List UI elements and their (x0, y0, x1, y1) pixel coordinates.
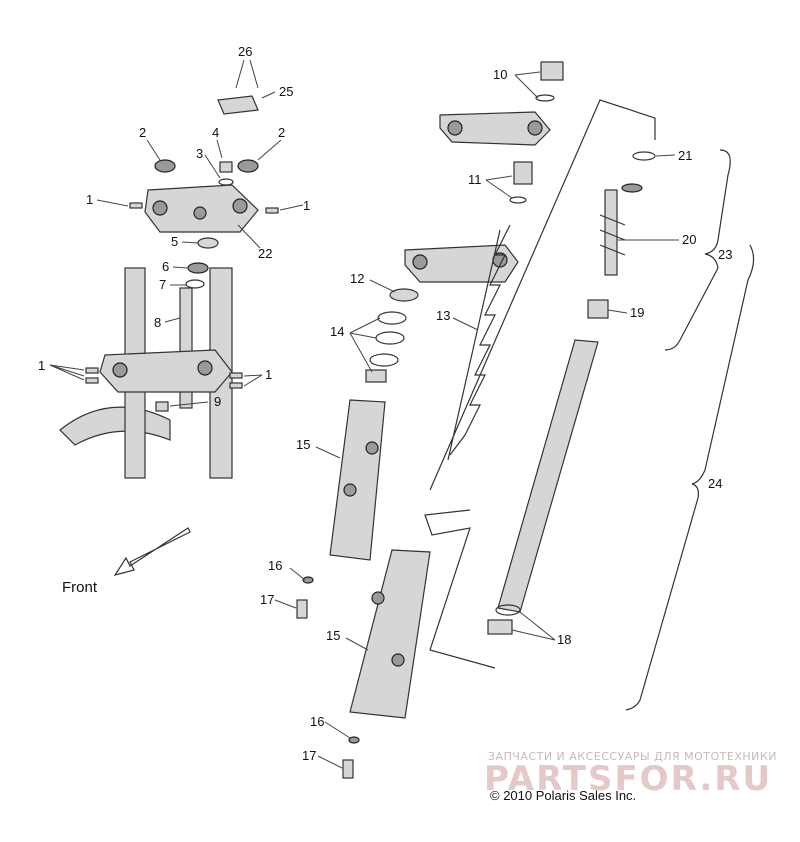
brace-23 (664, 149, 731, 351)
ring-21 (632, 151, 656, 161)
fork-slider-15-lower (349, 549, 431, 719)
ring-14a (377, 311, 407, 325)
fender (59, 406, 171, 446)
callout-2-left: 2 (139, 125, 146, 140)
callout-24: 24 (708, 476, 722, 491)
part-9 (155, 401, 169, 412)
callout-13: 13 (436, 308, 450, 323)
part-7 (185, 279, 205, 289)
lower-triple-clamp (99, 349, 233, 393)
watermark-tagline: ЗАПЧАСТИ И АКСЕССУАРЫ ДЛЯ МОТОТЕХНИКИ (488, 750, 777, 763)
ring-14c (369, 353, 399, 367)
callout-1-upper-left: 1 (86, 192, 93, 207)
bracket-outline-top (429, 99, 656, 491)
bracket-outline-bottom (424, 509, 496, 669)
callout-1-upper-right: 1 (303, 198, 310, 213)
part-5 (197, 237, 219, 249)
bushing-14 (365, 369, 387, 383)
ring-14b (375, 331, 405, 345)
callout-9: 9 (214, 394, 221, 409)
callout-23: 23 (718, 247, 732, 262)
callout-6: 6 (162, 259, 169, 274)
bushing-18b (487, 619, 513, 635)
callout-1-lower-right: 1 (265, 367, 272, 382)
bushing-18a (495, 604, 521, 616)
bolt-17a (296, 599, 308, 619)
spring-13 (449, 224, 511, 456)
copyright-text: © 2010 Polaris Sales Inc. (490, 788, 636, 803)
ring-12 (389, 288, 419, 302)
cap-11 (513, 161, 533, 185)
callout-8: 8 (154, 315, 161, 330)
callout-12: 12 (350, 271, 364, 286)
callout-labels: 26 25 2 4 2 3 1 1 22 5 6 7 8 1 1 9 10 11… (38, 44, 732, 763)
cap-10 (540, 61, 564, 81)
cap-2-left (154, 159, 176, 173)
callout-17-upper: 17 (260, 592, 274, 607)
callout-19: 19 (630, 305, 644, 320)
center-assembly (296, 61, 656, 779)
watermark: ЗАПЧАСТИ И АКСЕССУАРЫ ДЛЯ МОТОТЕХНИКИ PA… (484, 750, 777, 799)
part-4 (219, 161, 233, 173)
inner-tube-24 (497, 339, 599, 613)
callout-22: 22 (258, 246, 272, 261)
bolt-17b (342, 759, 354, 779)
callout-18: 18 (557, 632, 571, 647)
leader-lines (49, 59, 679, 769)
watermark-logo: PARTSFOR.RU (484, 759, 772, 799)
callout-25: 25 (279, 84, 293, 99)
callout-2-right: 2 (278, 125, 285, 140)
left-assembly (59, 95, 279, 576)
callout-11: 11 (468, 172, 482, 187)
callout-1-lower-left: 1 (38, 358, 45, 373)
callout-17-lower: 17 (302, 748, 316, 763)
brace-24 (625, 244, 755, 711)
part-6 (187, 262, 209, 274)
decal-25 (217, 95, 259, 115)
callout-5: 5 (171, 234, 178, 249)
callout-15-lower: 15 (326, 628, 340, 643)
right-assembly (487, 149, 755, 711)
front-label: Front (62, 579, 98, 596)
callout-14: 14 (330, 324, 344, 339)
bushing-19 (587, 299, 609, 319)
upper-triple-clamp-exploded (439, 111, 551, 146)
callout-10: 10 (493, 67, 507, 82)
cap-2-right (237, 159, 259, 173)
callout-15-upper: 15 (296, 437, 310, 452)
callout-16-upper: 16 (268, 558, 282, 573)
callout-16-lower: 16 (310, 714, 324, 729)
callout-20: 20 (682, 232, 696, 247)
callout-7: 7 (159, 277, 166, 292)
part-3 (218, 178, 234, 186)
fork-slider-15-upper (329, 399, 386, 561)
callout-4: 4 (212, 125, 219, 140)
callout-21: 21 (678, 148, 692, 163)
front-arrow-icon (113, 527, 191, 576)
callout-3: 3 (196, 146, 203, 161)
callout-26: 26 (238, 44, 252, 59)
